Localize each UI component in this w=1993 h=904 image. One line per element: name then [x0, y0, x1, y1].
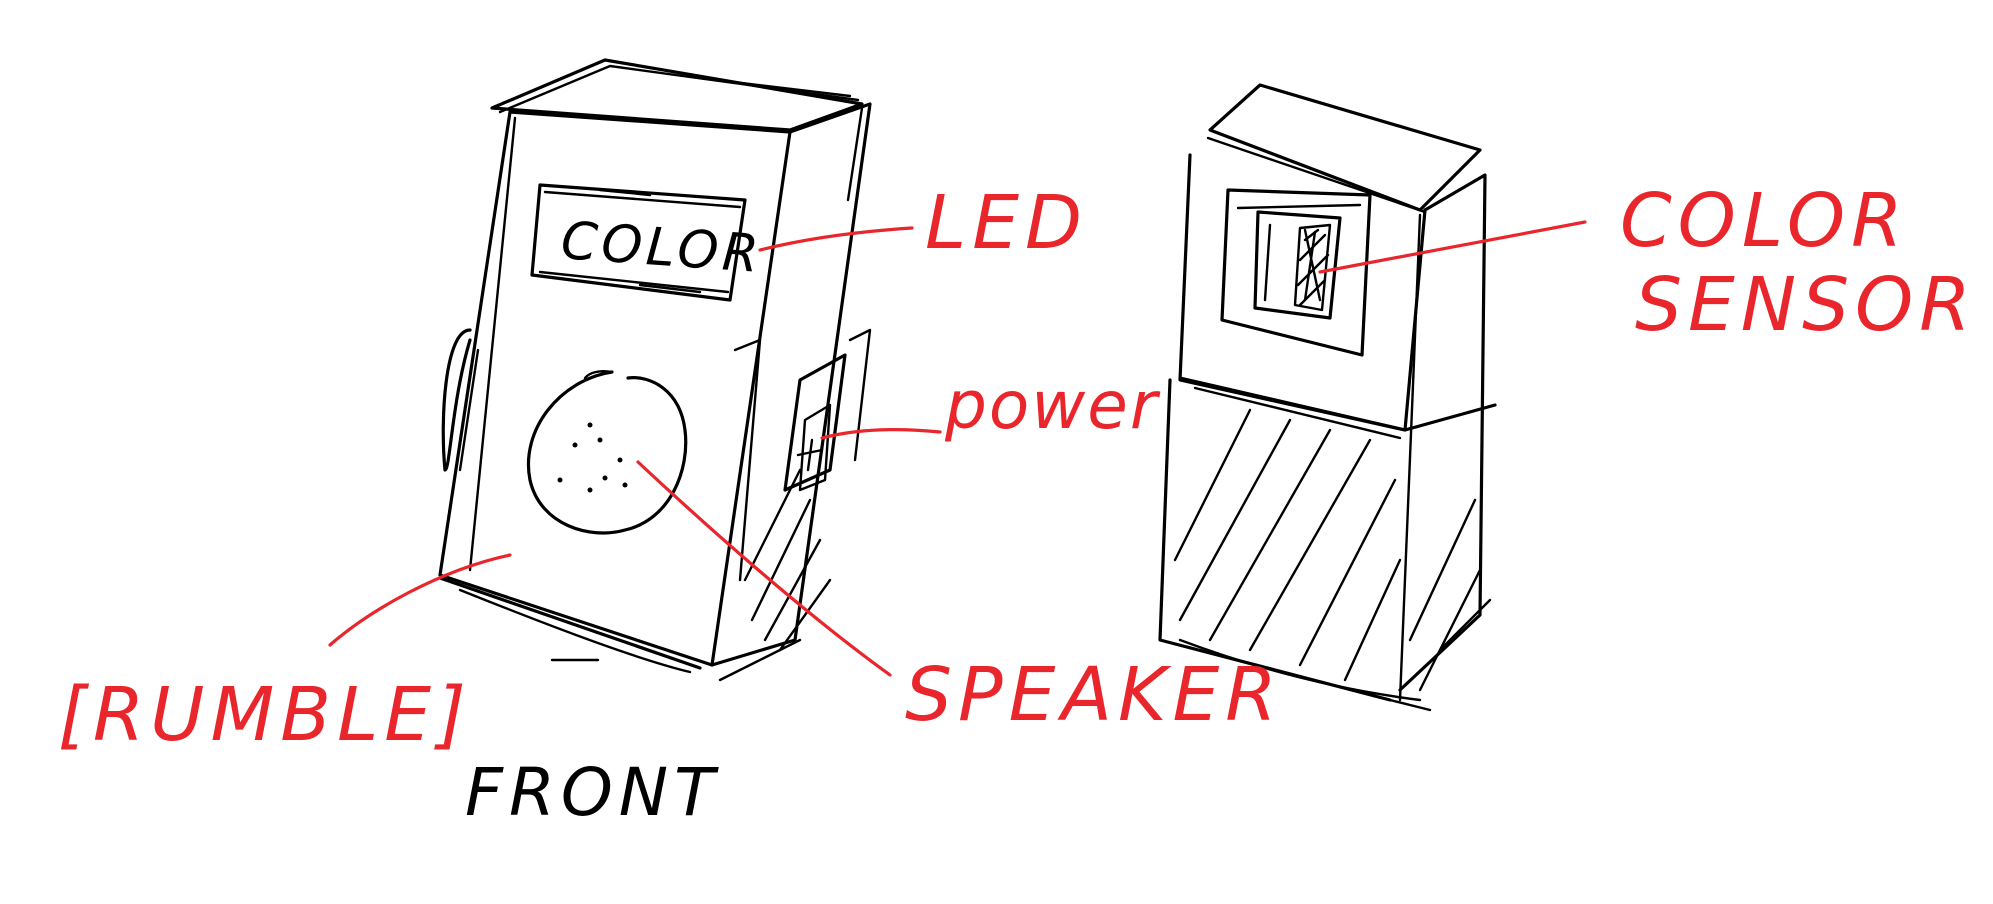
speaker-grille — [526, 370, 688, 535]
power-leader — [820, 427, 942, 440]
color-sensor-window — [1220, 188, 1372, 357]
led-label: LED — [925, 180, 1088, 266]
front-device: COLOR — [438, 58, 872, 682]
front-device-side-face — [710, 102, 872, 667]
power-label: power — [944, 367, 1161, 444]
front-device-top-face — [490, 58, 864, 132]
back-device — [1158, 83, 1497, 712]
back-device-top-face — [1208, 83, 1482, 212]
rumble-leader — [328, 553, 512, 647]
annotation-leaders — [328, 220, 1587, 677]
front-label: FRONT — [465, 754, 720, 831]
led-screen-text: COLOR — [559, 211, 764, 285]
front-device-front-face — [438, 110, 792, 667]
color-sensor-label-line1: COLOR — [1620, 178, 1909, 264]
color-sensor-label-line2: SENSOR — [1635, 262, 1977, 348]
rumble-label: [RUMBLE] — [58, 672, 472, 758]
speaker-label: SPEAKER — [905, 652, 1283, 738]
color-sensor-leader — [1318, 220, 1587, 274]
led-screen: COLOR — [530, 183, 764, 302]
power-switch[interactable] — [783, 328, 872, 492]
led-leader — [758, 226, 914, 252]
speaker-leader — [636, 460, 892, 677]
